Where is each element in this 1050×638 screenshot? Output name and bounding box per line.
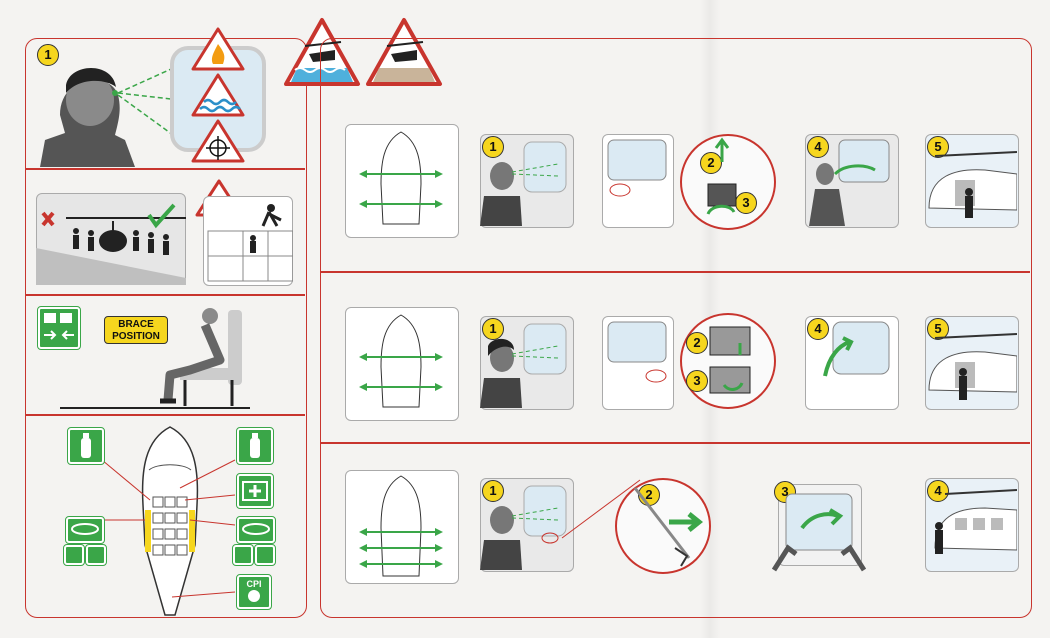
row1-cabin-map-drawing xyxy=(359,131,443,225)
row1-step5-helicopter xyxy=(928,151,1017,218)
exit-sign-glyph xyxy=(44,313,74,340)
equipment-leader-lines xyxy=(101,459,236,598)
right-divider-2 xyxy=(321,442,1030,444)
fire-extinguisher-glyph-left xyxy=(81,433,91,458)
cpi-beacon-circle xyxy=(248,590,260,602)
row3-step4-helicopter xyxy=(934,489,1017,554)
row3-cabin-map-drawing xyxy=(359,475,443,577)
row2-step3-badge: 3 xyxy=(686,370,708,392)
row2-step4-drawing xyxy=(823,321,890,377)
cpi-beacon-icon: CPI xyxy=(236,574,272,610)
row2-step5-helicopter xyxy=(928,333,1017,400)
row1-step4-badge: 4 xyxy=(807,136,829,158)
row1-step2-badge: 2 xyxy=(700,152,722,174)
row2-step1-badge: 1 xyxy=(482,318,504,340)
exit-sign-icon xyxy=(37,306,81,350)
left-panel-frame xyxy=(25,38,307,618)
helicopter-ground-icon xyxy=(366,18,442,86)
row3-step1-drawing xyxy=(480,485,567,570)
right-divider-1 xyxy=(321,271,1030,273)
brace-position-illustration xyxy=(60,308,250,409)
right-panel-frame xyxy=(320,38,1032,618)
life-raft-glyph-left xyxy=(71,523,99,535)
row1-step1-badge: 1 xyxy=(482,136,504,158)
row3-detail-pull xyxy=(633,487,704,567)
row1-detail-arrows xyxy=(706,137,737,215)
row2-cabin-map-drawing xyxy=(359,314,443,408)
step-badge: 1 xyxy=(37,44,59,66)
helicopter-water-icon xyxy=(284,18,360,86)
row3-step1-badge: 1 xyxy=(482,480,504,502)
row2-step2-window-drawing xyxy=(607,321,667,383)
cabin-interior-scene xyxy=(203,196,293,286)
row1-step5-badge: 5 xyxy=(927,136,949,158)
passenger-look-illustration xyxy=(40,64,181,167)
fire-extinguisher-glyph-right xyxy=(250,433,260,458)
flare-icon xyxy=(85,544,107,566)
row1-step2-window-drawing xyxy=(607,139,667,197)
row3-step3-drawing xyxy=(772,493,866,572)
row1-step1-drawing xyxy=(480,141,567,226)
row1-step23-detail xyxy=(680,134,776,230)
first-aid-glyph xyxy=(242,481,268,501)
row3-step4-badge: 4 xyxy=(927,480,949,502)
approach-helicopter-illustration xyxy=(36,203,186,285)
row2-step5-badge: 5 xyxy=(927,318,949,340)
row2-step2-badge: 2 xyxy=(686,332,708,354)
flashlight-icon xyxy=(232,544,254,566)
cpi-label: CPI xyxy=(246,579,262,589)
water-icon xyxy=(191,73,245,117)
row1-step4-drawing xyxy=(809,139,890,226)
left-divider-2 xyxy=(26,294,305,296)
cabin-layout-diagram xyxy=(141,426,199,616)
fire-icon xyxy=(191,27,245,71)
row2-detail-handles xyxy=(709,326,751,394)
brace-label-line1: BRACE xyxy=(118,319,154,330)
left-divider-1 xyxy=(26,168,305,170)
cabin-interior-illustration xyxy=(207,204,293,282)
row2-step1-drawing xyxy=(480,323,567,408)
flashlight-icon xyxy=(63,544,85,566)
brace-label-line2: POSITION xyxy=(112,331,160,342)
brace-position-label: BRACE POSITION xyxy=(104,316,168,344)
crosshair-icon xyxy=(191,119,245,163)
left-divider-3 xyxy=(26,414,305,416)
life-raft-glyph-right xyxy=(242,523,270,535)
row3-leader-line xyxy=(561,479,641,539)
flare-icon xyxy=(254,544,276,566)
row2-step4-badge: 4 xyxy=(807,318,829,340)
